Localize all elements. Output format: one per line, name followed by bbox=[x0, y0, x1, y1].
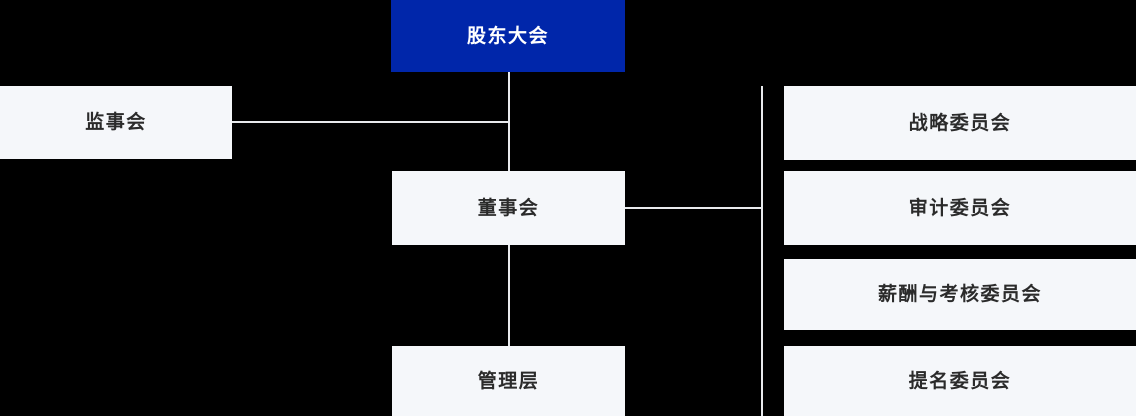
node-board-of-supervisors[interactable]: 监事会 bbox=[0, 86, 232, 159]
node-committee-audit[interactable]: 审计委员会 bbox=[784, 171, 1136, 245]
node-management[interactable]: 管理层 bbox=[392, 346, 625, 416]
node-shareholders-meeting[interactable]: 股东大会 bbox=[391, 0, 625, 72]
node-committee-strategy[interactable]: 战略委员会 bbox=[784, 86, 1136, 160]
connector-shareholders-to-supervisors bbox=[232, 121, 510, 123]
connector-board-to-committees bbox=[625, 207, 763, 209]
connector-board-to-management bbox=[508, 245, 510, 347]
node-committee-nomination[interactable]: 提名委员会 bbox=[784, 346, 1136, 416]
connector-committee-rail bbox=[761, 86, 763, 416]
node-board-of-directors[interactable]: 董事会 bbox=[392, 171, 625, 245]
node-committee-compensation[interactable]: 薪酬与考核委员会 bbox=[784, 259, 1136, 330]
